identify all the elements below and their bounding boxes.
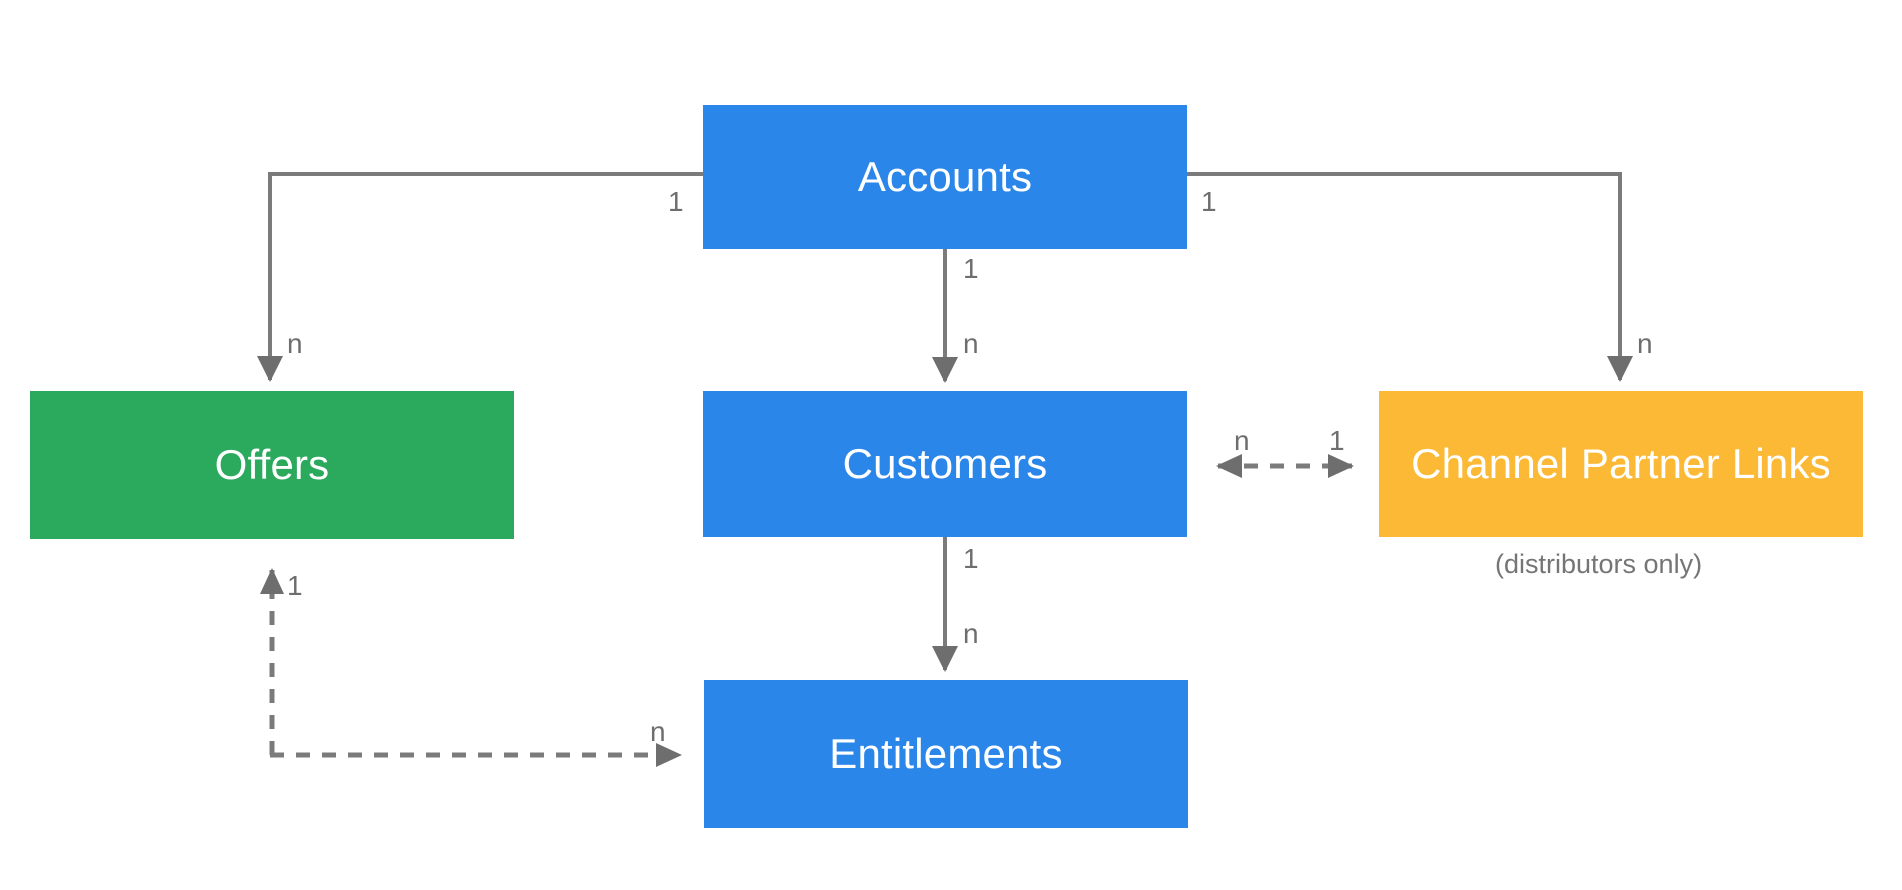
- cardinality-accounts-offers-target: n: [287, 328, 303, 359]
- node-offers[interactable]: Offers: [30, 391, 514, 539]
- node-customers[interactable]: Customers: [703, 391, 1187, 537]
- cardinality-accounts-customers-source: 1: [963, 253, 979, 284]
- edge-accounts-channel-partner-links: [1187, 172, 1633, 382]
- node-channel-partner-links-label: Channel Partner Links: [1411, 440, 1831, 487]
- cardinality-customers-channel-partner-links-source: n: [1234, 425, 1250, 456]
- cardinality-accounts-offers-source: 1: [668, 186, 684, 217]
- node-accounts-label: Accounts: [857, 153, 1033, 200]
- node-channel-partner-links[interactable]: Channel Partner Links: [1379, 391, 1863, 537]
- node-customers-label: Customers: [842, 440, 1048, 487]
- edge-offers-entitlements: [260, 568, 682, 767]
- cardinality-customers-entitlements-target: n: [963, 618, 979, 649]
- cardinality-accounts-channel-partner-links-target: n: [1637, 328, 1653, 359]
- node-accounts[interactable]: Accounts: [703, 105, 1187, 249]
- node-entitlements-label: Entitlements: [829, 730, 1063, 777]
- node-entitlements[interactable]: Entitlements: [704, 680, 1188, 828]
- cardinality-accounts-channel-partner-links-source: 1: [1201, 186, 1217, 217]
- cardinality-customers-entitlements-source: 1: [963, 543, 979, 574]
- cardinality-offers-entitlements-source: 1: [287, 570, 303, 601]
- channel-partner-links-caption: (distributors only): [1495, 549, 1703, 579]
- node-offers-label: Offers: [214, 441, 330, 488]
- edge-accounts-offers: [257, 172, 703, 382]
- cardinality-customers-channel-partner-links-target: 1: [1329, 425, 1345, 456]
- cardinality-accounts-customers-target: n: [963, 328, 979, 359]
- cardinality-offers-entitlements-target: n: [650, 716, 666, 747]
